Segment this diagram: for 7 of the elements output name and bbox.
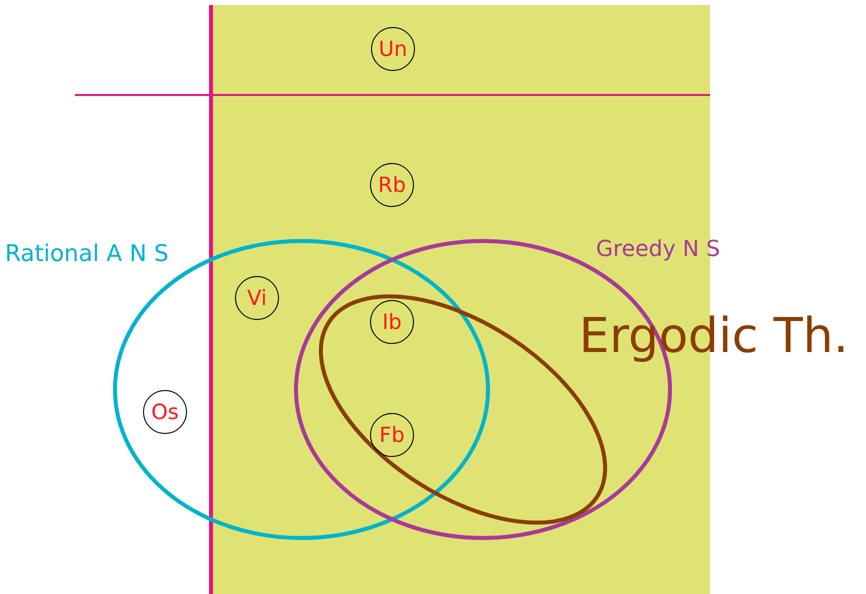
point-circle: Rb [370, 163, 414, 207]
point-circle: Ib [370, 300, 414, 344]
set-label: Rational A N S [5, 241, 169, 267]
point-circle: Un [371, 27, 415, 71]
point-circle: Os [143, 390, 187, 434]
point-circle: Vi [235, 276, 279, 320]
point-circle: Fb [370, 413, 414, 457]
